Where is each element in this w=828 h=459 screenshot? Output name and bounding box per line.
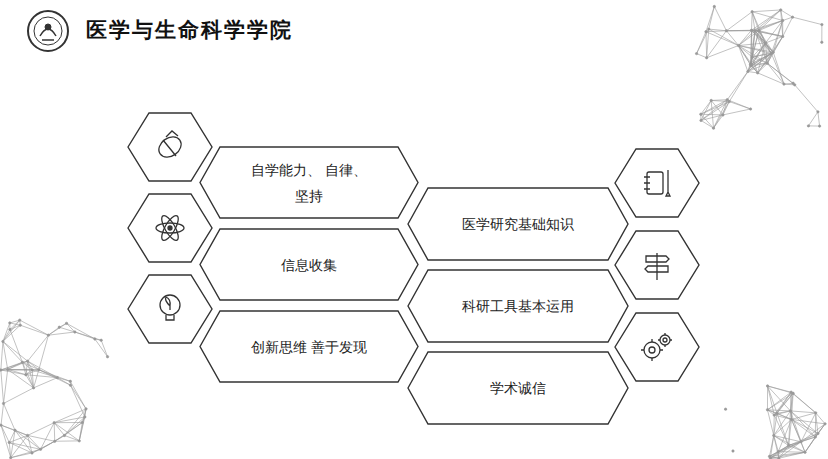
slide-title: 医学与生命科学学院 bbox=[86, 16, 293, 44]
box-label: 信息收集 bbox=[281, 252, 337, 278]
hexagon-outline bbox=[200, 147, 418, 218]
box-label: 自学能力、 自律、坚持 bbox=[249, 157, 369, 209]
box-label: 创新思维 善于发现 bbox=[251, 334, 367, 360]
box-label: 学术诚信 bbox=[490, 375, 546, 401]
icon-hexagons bbox=[128, 113, 699, 381]
box-label: 医学研究基础知识 bbox=[462, 211, 574, 237]
hexagon-box: 创新思维 善于发现 bbox=[200, 311, 418, 382]
hexagon-box: 自学能力、 自律、坚持 bbox=[200, 147, 418, 218]
hexagon-box: 信息收集 bbox=[200, 229, 418, 300]
network-pattern bbox=[0, 5, 826, 459]
hexagon-box: 学术诚信 bbox=[408, 352, 628, 424]
hexagon-box: 科研工具基本运用 bbox=[408, 270, 628, 342]
box-label: 科研工具基本运用 bbox=[462, 293, 574, 319]
school-logo bbox=[28, 11, 68, 51]
hexagon-box: 医学研究基础知识 bbox=[408, 188, 628, 260]
